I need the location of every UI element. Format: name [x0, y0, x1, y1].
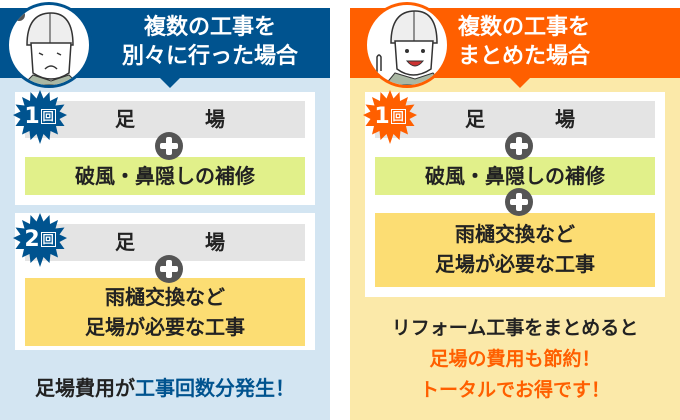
scaffold-label: 場	[205, 107, 225, 131]
scaffold-label: 足	[115, 107, 135, 131]
title-line: まとめた場合	[458, 44, 591, 69]
plus-icon	[155, 255, 183, 283]
work-bar: 雨樋交換など 足場が必要な工事	[375, 213, 655, 287]
title-line: 複数の工事を	[143, 15, 276, 40]
scaffold-label: 足	[465, 107, 485, 131]
work-line: 雨樋交換など	[455, 222, 575, 246]
repair-bar: 破風・鼻隠しの補修	[25, 157, 305, 195]
pointer-arrow-icon	[160, 78, 180, 88]
worried-worker-avatar	[6, 2, 92, 88]
cost-note: 足場費用が工事回数分発生！	[0, 372, 330, 401]
scaffold-label: 足	[115, 230, 135, 254]
plus-icon	[155, 132, 183, 160]
badge-unit: 回	[40, 232, 56, 247]
scaffold-bar: 足 場	[375, 101, 655, 138]
title-line: 別々に行った場合	[121, 44, 298, 69]
plus-icon	[505, 132, 533, 160]
note-text: 足場費用が	[35, 376, 135, 400]
work-bar: 雨樋交換など 足場が必要な工事	[25, 278, 305, 346]
scaffold-bar: 足 場	[25, 224, 305, 261]
pointer-arrow-icon	[510, 78, 530, 88]
note-text: リフォーム工事をまとめると	[391, 317, 639, 339]
badge-number: 1	[374, 104, 390, 129]
note-highlight: 足場の費用も節約！	[429, 348, 601, 370]
plus-icon	[505, 188, 533, 216]
work-line: 足場が必要な工事	[85, 315, 245, 339]
badge-number: 2	[24, 227, 40, 252]
work-line: 雨樋交換など	[105, 285, 225, 309]
badge-unit: 回	[40, 109, 56, 124]
badge-unit: 回	[390, 109, 406, 124]
scaffold-label: 場	[205, 230, 225, 254]
smiling-worker-avatar	[364, 2, 450, 88]
savings-note: リフォーム工事をまとめると 足場の費用も節約！ トータルでお得です！	[350, 313, 680, 406]
scaffold-label: 場	[555, 107, 575, 131]
title-line: 複数の工事を	[458, 15, 591, 40]
work-line: 足場が必要な工事	[435, 252, 595, 276]
panel-title: 複数の工事を まとめた場合	[458, 13, 678, 71]
panel-title: 複数の工事を 別々に行った場合	[100, 13, 320, 71]
scaffold-bar: 足 場	[25, 101, 305, 138]
badge-number: 1	[24, 104, 40, 129]
note-highlight: トータルでお得です！	[419, 379, 610, 401]
note-highlight: 工事回数分発生！	[135, 376, 295, 400]
